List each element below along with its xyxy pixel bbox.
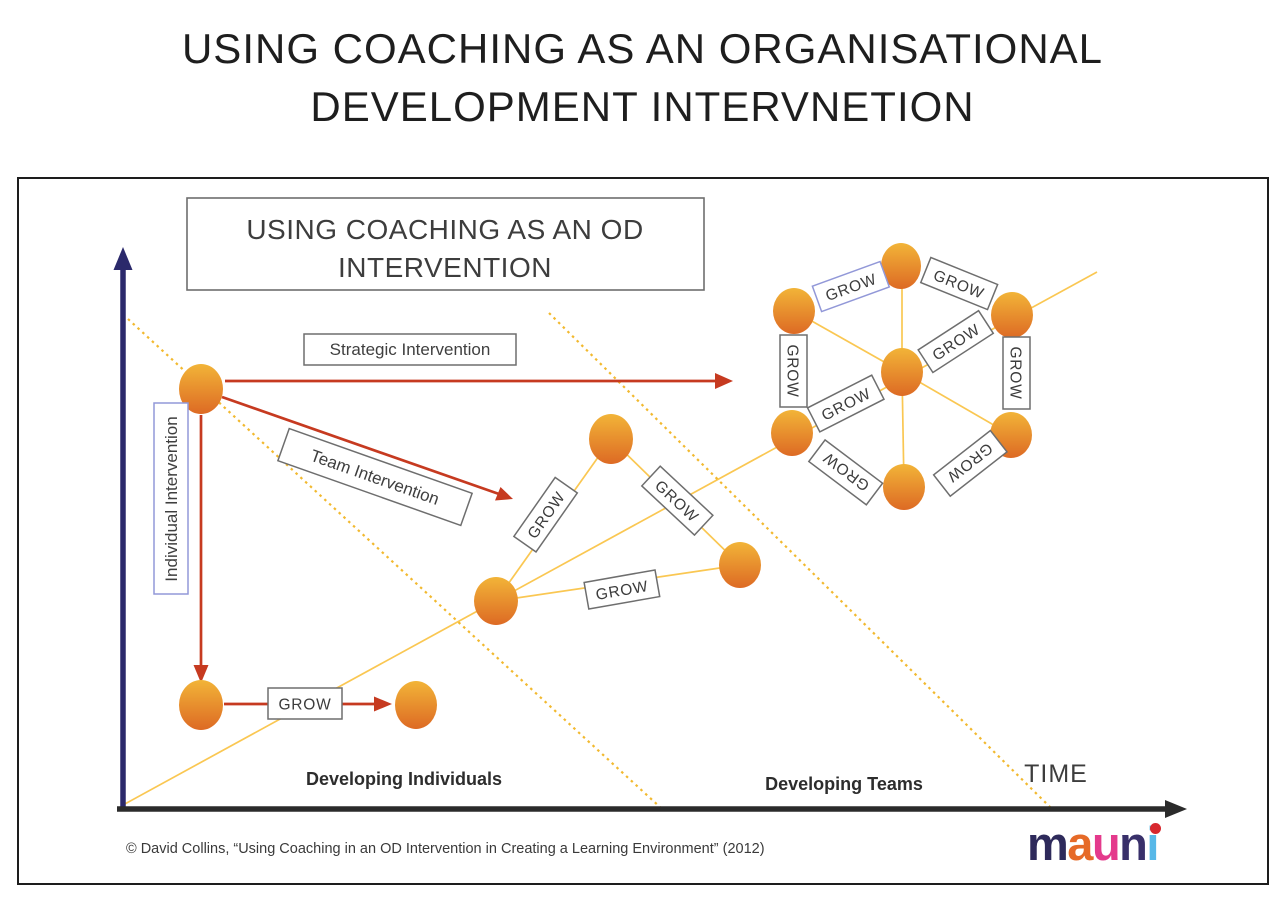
- y-axis-arrowhead: [113, 247, 133, 270]
- inner-title-line2: INTERVENTION: [338, 252, 552, 283]
- team-label-rect: [276, 427, 474, 527]
- grow-box: GROW: [917, 309, 995, 374]
- grow-box: GROW: [807, 438, 884, 506]
- grow-box: GROW: [806, 374, 885, 433]
- inner-title-rect: [186, 197, 705, 291]
- individual-arrowhead: [193, 665, 209, 683]
- grow-box: GROW: [779, 334, 808, 408]
- coach-node-individual-start: [179, 364, 223, 414]
- logo-letter: n: [1119, 817, 1148, 870]
- grow-box: GROW: [1002, 336, 1031, 410]
- time-axis-label: TIME: [1024, 760, 1088, 788]
- grow-box-rect: [1002, 336, 1031, 410]
- grow-box-rect: [806, 374, 885, 433]
- coach-node: [589, 414, 633, 464]
- logo-i-dot: [1149, 823, 1161, 834]
- coach-node: [883, 464, 925, 510]
- team-arrow: [221, 395, 500, 496]
- grow-box: GROW: [811, 260, 891, 313]
- grow-box-rect: [917, 309, 995, 374]
- team-label-box: Team Intervention: [276, 427, 474, 527]
- page-title-line1: USING COACHING AS AN ORGANISATIONAL: [181, 25, 1104, 72]
- section-dividers: [127, 312, 1052, 809]
- team-arrowhead: [495, 487, 513, 501]
- grow-box-rect: [583, 569, 661, 610]
- individual-label-box: [153, 402, 189, 595]
- grow-box-rect: [640, 465, 714, 537]
- individual-label: Individual Intervention: [162, 416, 181, 581]
- logo-letter: i: [1146, 820, 1161, 867]
- coach-node: [991, 292, 1033, 338]
- coach-node: [881, 243, 921, 289]
- grow-label: GROW: [1007, 346, 1024, 399]
- axes: [113, 247, 1187, 818]
- grow-box: GROW: [919, 256, 999, 311]
- grow-label: GROW: [784, 344, 801, 397]
- grow-box: GROW: [932, 429, 1009, 498]
- grow-box-rect: [919, 256, 999, 311]
- developing-individuals-label: Developing Individuals: [306, 769, 502, 789]
- grow-box: GROW: [267, 687, 343, 720]
- coach-node: [771, 410, 813, 456]
- strategic-label-box: [303, 333, 517, 366]
- coach-node: [395, 681, 437, 729]
- x-axis-arrowhead: [1165, 800, 1187, 818]
- strategic-label: Strategic Intervention: [330, 340, 491, 359]
- inner-title-box: USING COACHING AS AN OD INTERVENTION: [186, 197, 705, 291]
- strategic-arrowhead: [715, 373, 733, 389]
- grow-box-rect: [807, 438, 884, 506]
- intervention-arrows: [193, 373, 733, 712]
- grow-box-rect: [932, 429, 1009, 498]
- logo-letter: a: [1067, 817, 1093, 870]
- grow-arrowhead: [374, 696, 392, 712]
- grow-boxes: GROW GROW GROW GROW GROW GROW GROW GROW: [267, 256, 1031, 720]
- grow-box-rect: [811, 260, 891, 313]
- od-intervention-diagram: GROW GROW GROW GROW GROW GROW GROW GROW: [113, 197, 1187, 857]
- copyright-text: © David Collins, “Using Coaching in an O…: [126, 841, 765, 857]
- grow-box: GROW: [583, 569, 661, 610]
- coach-node: [773, 288, 815, 334]
- logo-letter: m: [1027, 817, 1069, 870]
- divider-teams-organisation: [548, 312, 1052, 809]
- grow-box-rect: [779, 334, 808, 408]
- grow-label: GROW: [278, 697, 331, 714]
- coach-node: [179, 680, 223, 730]
- diagram-frame: GROW GROW GROW GROW GROW GROW GROW GROW: [17, 177, 1269, 885]
- coach-nodes: [179, 243, 1033, 730]
- grow-box-rect: [512, 476, 579, 553]
- developing-teams-label: Developing Teams: [765, 774, 923, 794]
- coach-node: [474, 577, 518, 625]
- inner-title-line1: USING COACHING AS AN OD: [246, 214, 643, 245]
- coach-node-hub: [881, 348, 923, 396]
- logo-letter: u: [1091, 817, 1121, 870]
- page-title: USING COACHING AS AN ORGANISATIONAL DEVE…: [0, 20, 1285, 136]
- grow-box: GROW: [512, 476, 579, 553]
- coach-node: [719, 542, 761, 588]
- page-title-line2: DEVELOPMENT INTERVNETION: [310, 82, 975, 130]
- grow-box: GROW: [640, 465, 714, 537]
- individual-label-group: Individual Intervention: [162, 416, 181, 581]
- grow-box-rect: [267, 687, 343, 720]
